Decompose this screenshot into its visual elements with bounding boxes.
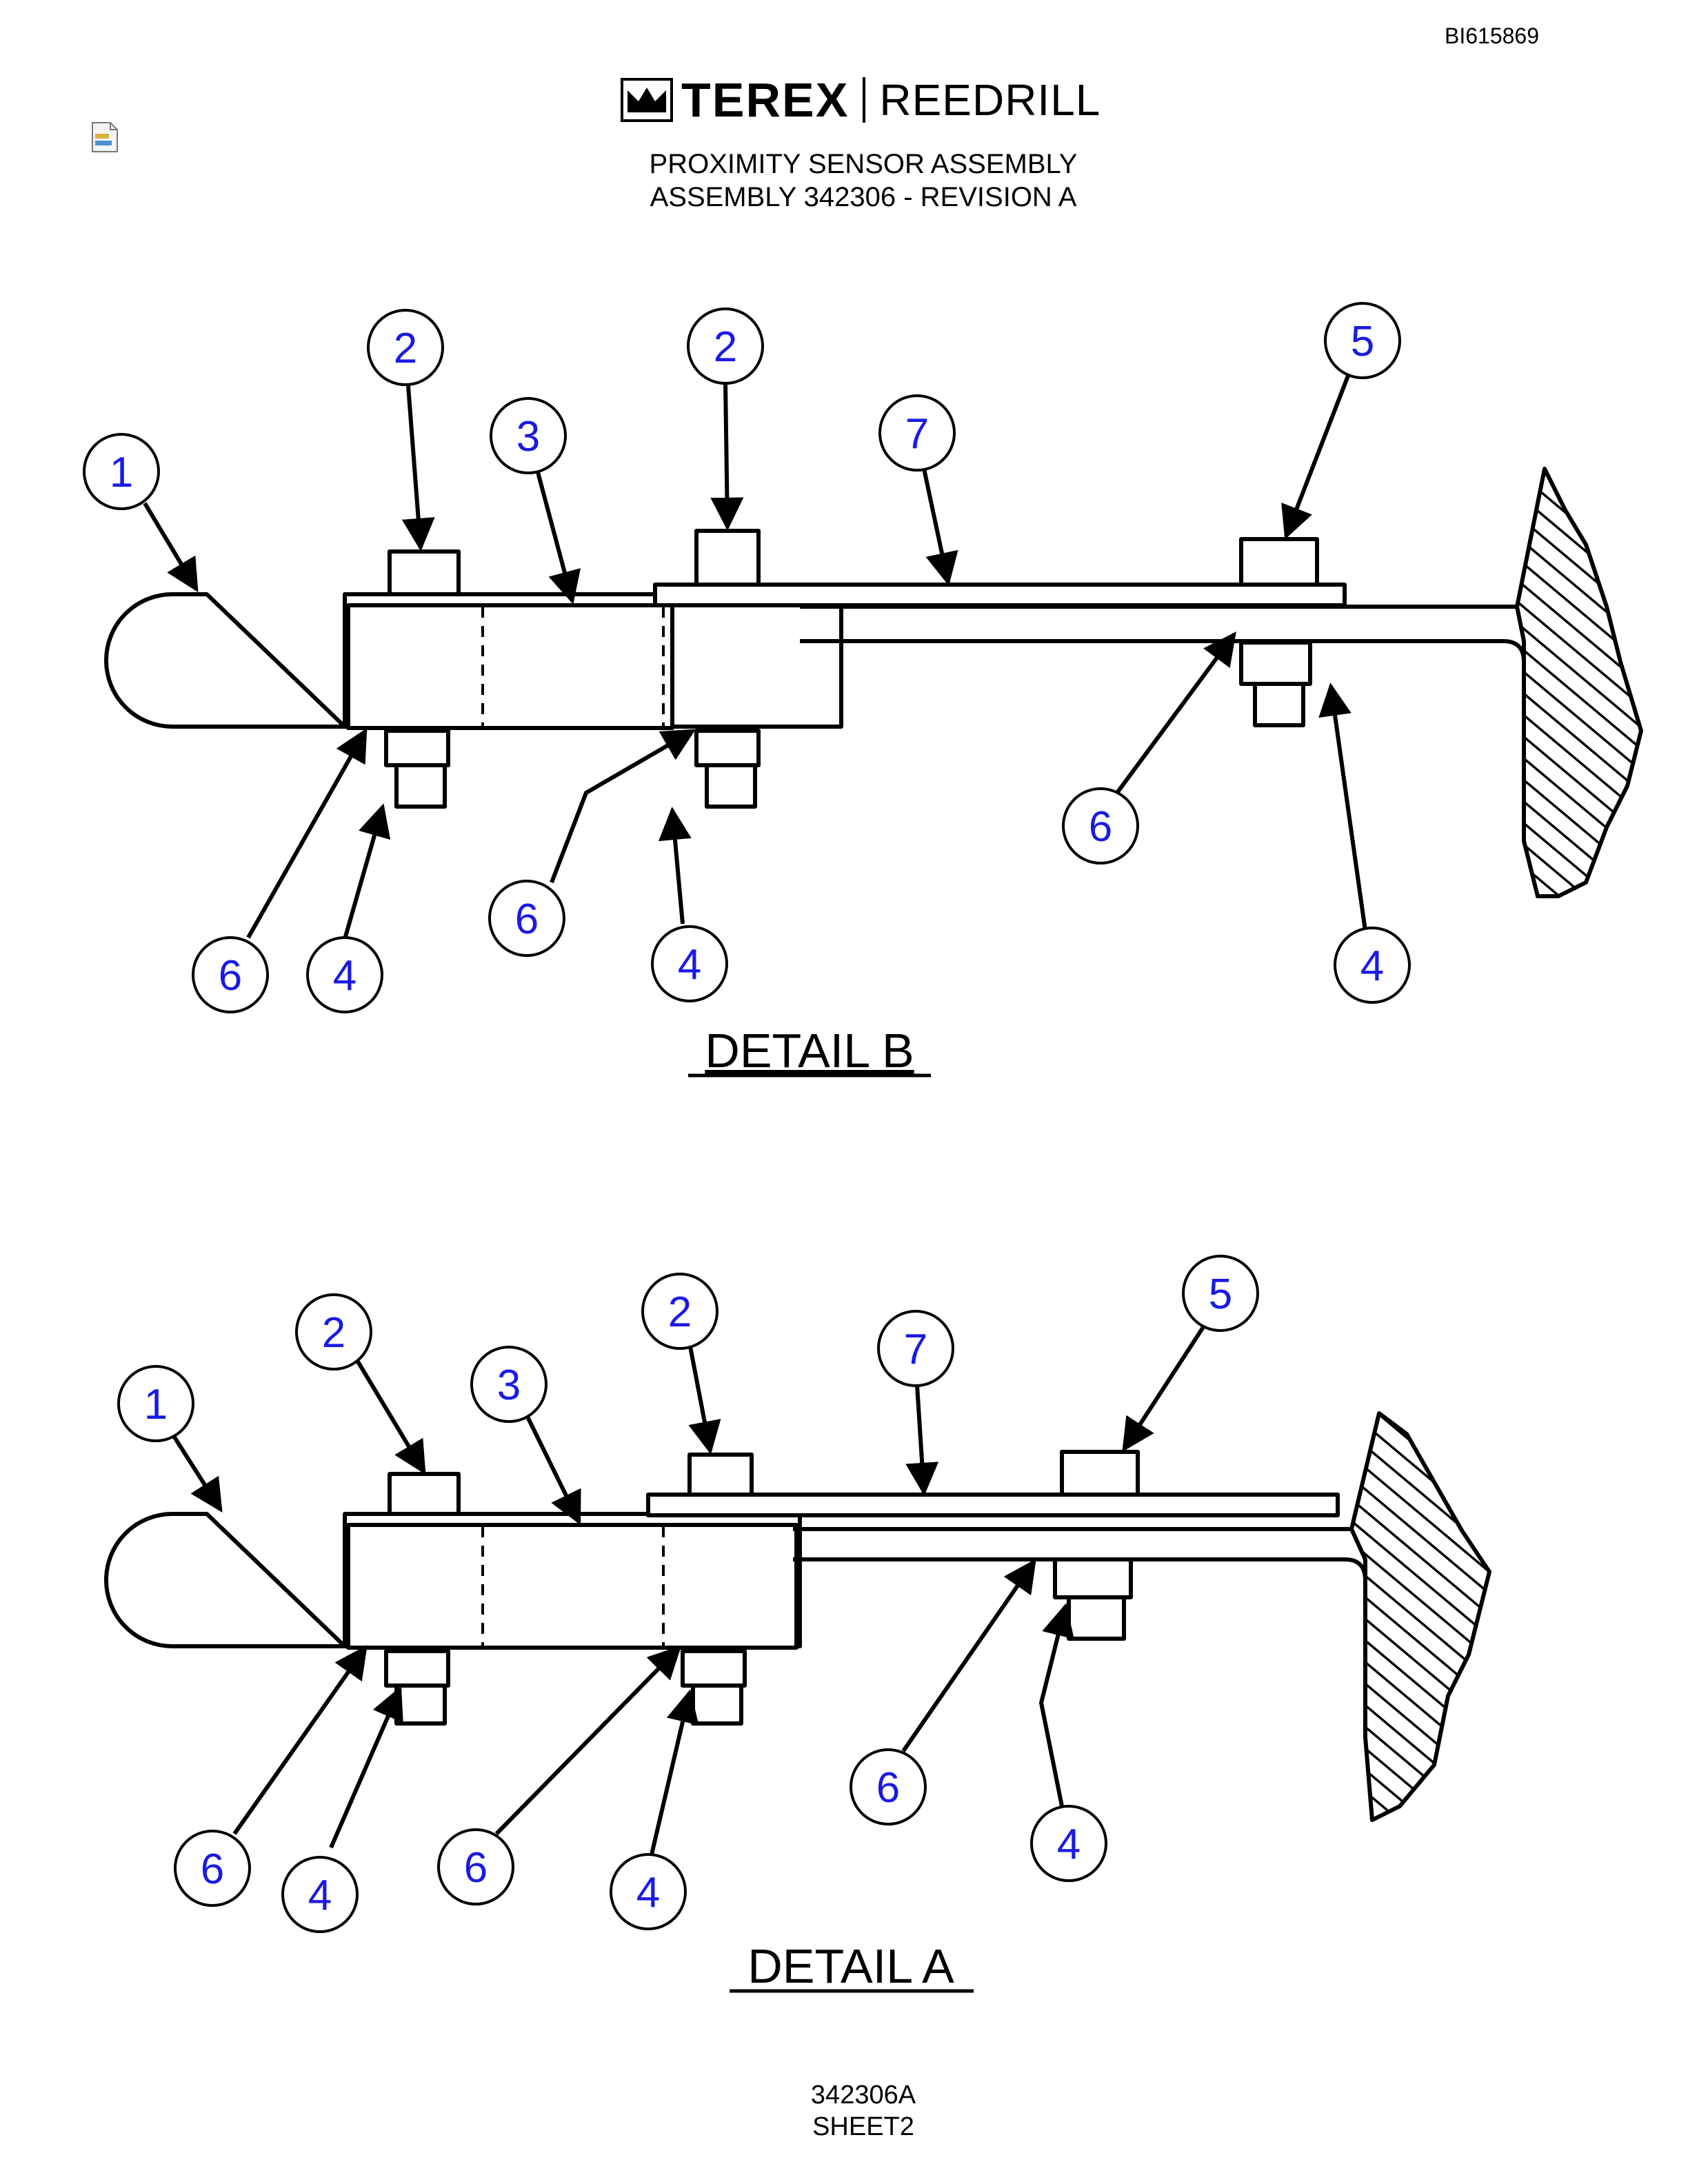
callout-bubble: 2 bbox=[641, 1273, 719, 1350]
detail-a-callouts: 1 2 3 2 7 5 6 4 6 4 6 4 bbox=[117, 1255, 1259, 1933]
callout-bubble: 3 bbox=[470, 1346, 547, 1423]
callout-bubble: 6 bbox=[174, 1830, 251, 1907]
callout-bubble: 4 bbox=[306, 936, 383, 1013]
callout-bubble: 4 bbox=[651, 925, 728, 1002]
detail-b-leaders bbox=[143, 374, 1367, 940]
callout-label: 2 bbox=[322, 1309, 345, 1357]
callout-bubble: 7 bbox=[877, 1310, 954, 1387]
document-icon[interactable] bbox=[91, 121, 119, 153]
callout-label: 6 bbox=[201, 1846, 224, 1893]
callout-bubble: 2 bbox=[367, 309, 444, 386]
callout-bubble: 4 bbox=[1334, 927, 1411, 1004]
callout-bubble: 4 bbox=[281, 1856, 359, 1933]
callout-label: 1 bbox=[110, 449, 133, 496]
callout-bubble: 4 bbox=[1030, 1805, 1107, 1882]
callout-bubble: 1 bbox=[117, 1365, 194, 1442]
brand-name-terex: TEREX bbox=[681, 73, 850, 127]
callout-label: 2 bbox=[714, 323, 737, 371]
callout-label: 7 bbox=[905, 410, 929, 458]
callout-label: 5 bbox=[1209, 1271, 1232, 1318]
brand-separator bbox=[863, 77, 866, 123]
callout-label: 6 bbox=[876, 1764, 900, 1812]
callout-label: 3 bbox=[516, 413, 540, 461]
callout-label: 4 bbox=[333, 952, 356, 1000]
callout-bubble: 6 bbox=[850, 1748, 927, 1826]
callout-label: 1 bbox=[144, 1381, 168, 1428]
document-id: BI615869 bbox=[1444, 23, 1539, 48]
callout-label: 4 bbox=[1057, 1821, 1081, 1868]
brand-name-reedrill: REEDRILL bbox=[879, 75, 1101, 125]
callout-bubble: 5 bbox=[1324, 302, 1401, 379]
footer-part-number: 342306A bbox=[810, 2081, 916, 2110]
callout-label: 4 bbox=[678, 941, 701, 989]
callout-label: 2 bbox=[668, 1288, 692, 1336]
detail-b-callouts: 1 2 3 2 7 5 6 4 6 4 6 4 bbox=[83, 302, 1411, 1013]
detail-b-label: DETAIL B bbox=[705, 1024, 914, 1078]
detail-b-drawing bbox=[104, 467, 1643, 898]
title-block: PROXIMITY SENSOR ASSEMBLY ASSEMBLY 34230… bbox=[0, 148, 1688, 214]
callout-label: 4 bbox=[308, 1872, 332, 1919]
callout-label: 2 bbox=[394, 325, 417, 372]
callout-bubble: 6 bbox=[1062, 787, 1139, 865]
callout-bubble: 6 bbox=[488, 880, 565, 957]
callout-bubble: 2 bbox=[687, 307, 764, 385]
detail-a-drawing bbox=[104, 1411, 1491, 1822]
footer-block: 342306A SHEET2 bbox=[0, 2079, 1688, 2143]
callout-label: 4 bbox=[1360, 942, 1384, 990]
callout-bubble: 2 bbox=[295, 1293, 372, 1371]
callout-bubble: 7 bbox=[878, 394, 956, 472]
callout-label: 5 bbox=[1351, 318, 1374, 365]
detail-a-label: DETAIL A bbox=[747, 1939, 954, 1993]
callout-bubble: 3 bbox=[490, 397, 567, 474]
callout-label: 7 bbox=[904, 1326, 927, 1373]
title-line-2: ASSEMBLY 342306 - REVISION A bbox=[650, 182, 1077, 212]
callout-bubble: 4 bbox=[610, 1853, 687, 1930]
callout-label: 6 bbox=[515, 896, 539, 943]
callout-bubble: 6 bbox=[192, 936, 269, 1013]
callout-label: 3 bbox=[497, 1362, 521, 1409]
callout-bubble: 6 bbox=[437, 1828, 514, 1905]
callout-label: 6 bbox=[219, 952, 242, 1000]
callout-label: 6 bbox=[1089, 803, 1112, 851]
title-line-1: PROXIMITY SENSOR ASSEMBLY bbox=[649, 149, 1078, 179]
callout-bubble: 1 bbox=[83, 433, 160, 510]
brand-header: TEREX REEDRILL bbox=[621, 69, 1101, 131]
callout-bubble: 5 bbox=[1182, 1255, 1259, 1332]
footer-sheet: SHEET2 bbox=[812, 2112, 914, 2141]
terex-crown-logo bbox=[621, 78, 673, 122]
callout-label: 6 bbox=[464, 1844, 488, 1892]
callout-label: 4 bbox=[636, 1869, 660, 1917]
detail-a-leaders bbox=[170, 1326, 1205, 1855]
